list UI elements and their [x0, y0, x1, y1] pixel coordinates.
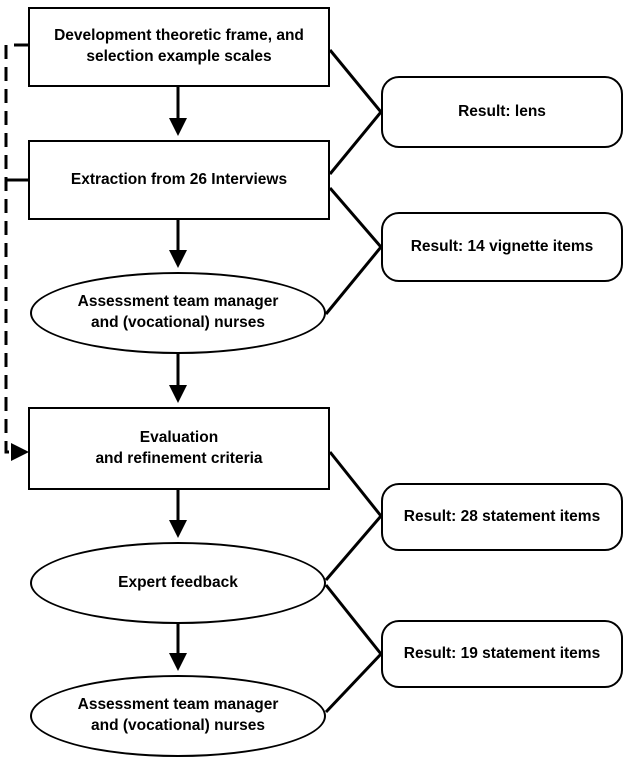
node-development: Development theoretic frame, and selecti…: [28, 7, 330, 87]
node-evaluation-line2: and refinement criteria: [95, 449, 263, 467]
node-extraction: Extraction from 26 Interviews: [28, 140, 330, 220]
result-vignette-items-label: Result: 14 vignette items: [410, 237, 594, 255]
dashed-feedback-loop: [4, 43, 29, 461]
connector-assessment-2-statement-19: [324, 652, 383, 714]
node-assessment-2-line2: and (vocational) nurses: [91, 717, 265, 734]
node-expert-feedback: Expert feedback: [30, 542, 326, 624]
result-28-statement-items-label: Result: 28 statement items: [403, 507, 601, 525]
node-extraction-line1: Extraction from 26 Interviews: [70, 170, 288, 188]
node-assessment-2: Assessment team manager and (vocational)…: [30, 675, 326, 757]
node-evaluation-line1: Evaluation: [139, 428, 219, 446]
result-lens: Result: lens: [381, 76, 623, 148]
connector-expert-feedback-statement-28: [324, 515, 383, 581]
node-assessment-2-line1: Assessment team manager: [77, 696, 279, 714]
connector-extraction-vignette: [328, 187, 383, 248]
node-development-line1: Development theoretic frame, and: [54, 27, 304, 45]
node-evaluation: Evaluation and refinement criteria: [28, 407, 330, 490]
result-vignette-items: Result: 14 vignette items: [381, 212, 623, 282]
node-assessment-1-line1: Assessment team manager: [77, 293, 279, 311]
node-development-line2: selection example scales: [86, 48, 272, 65]
result-28-statement-items: Result: 28 statement items: [381, 483, 623, 551]
connector-extraction-lens: [328, 111, 383, 175]
connector-development-lens: [328, 49, 383, 113]
result-19-statement-items: Result: 19 statement items: [381, 620, 623, 688]
node-assessment-1-line2: and (vocational) nurses: [91, 314, 265, 331]
node-assessment-1: Assessment team manager and (vocational)…: [30, 272, 326, 354]
connector-evaluation-statement-28: [328, 451, 383, 517]
result-19-statement-items-label: Result: 19 statement items: [403, 644, 601, 662]
result-lens-label: Result: lens: [458, 102, 546, 120]
connector-assessment-1-vignette: [324, 246, 383, 315]
connector-expert-feedback-statement-19: [324, 584, 383, 655]
node-expert-feedback-line1: Expert feedback: [118, 573, 238, 591]
